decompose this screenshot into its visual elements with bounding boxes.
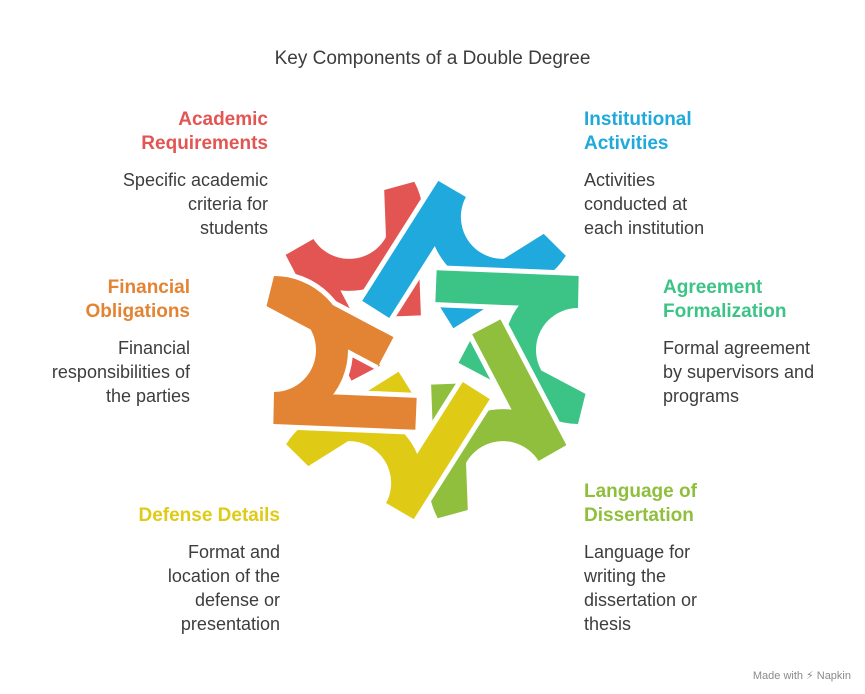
napkin-logo-icon: ⚡: [806, 670, 814, 682]
watermark-prefix: Made with: [752, 669, 804, 682]
diagram-title: Key Components of a Double Degree: [274, 48, 591, 69]
component-heading: Defense Details: [138, 505, 280, 526]
watermark-brand: Napkin: [816, 669, 851, 682]
made-with-napkin-watermark: Made with ⚡ Napkin: [752, 669, 851, 683]
loop-financial: [266, 276, 417, 430]
